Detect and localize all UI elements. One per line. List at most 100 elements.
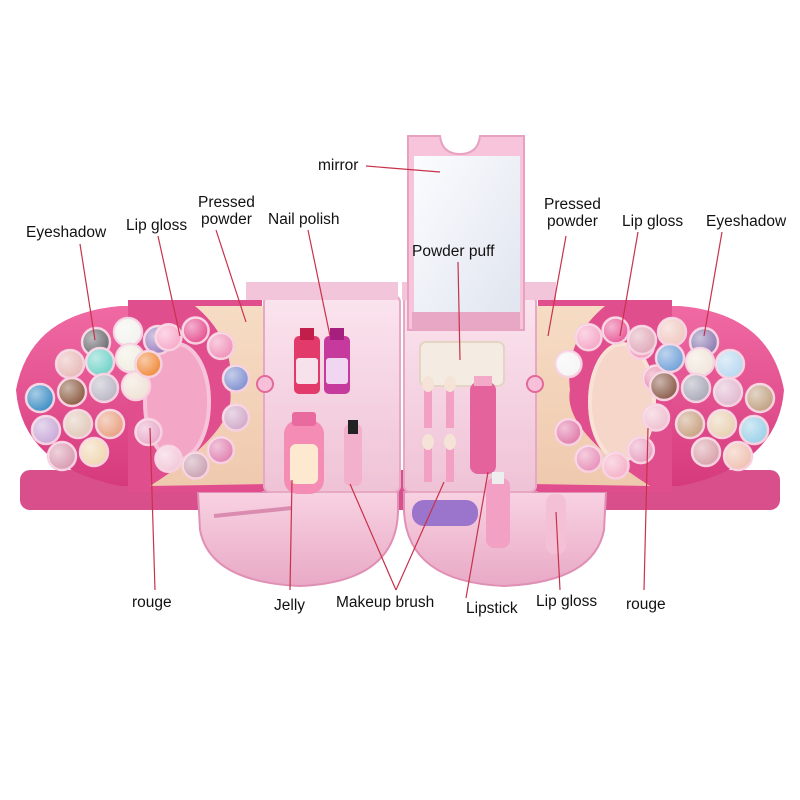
label-lipstick: Lipstick	[466, 600, 518, 617]
lip-gloss-pan-right-highlight	[555, 419, 582, 445]
leader-lip-gloss-right	[619, 231, 639, 337]
lip-gloss-pan-right-highlight	[555, 351, 582, 377]
leader-pressed-powder-right	[547, 235, 567, 337]
label-pressed-powder-left-line1: Pressed	[198, 194, 255, 211]
eyeshadow-pan-right-highlight	[740, 416, 768, 444]
leader-brush-b	[395, 481, 445, 591]
eyeshadow-pan-right-highlight	[658, 318, 686, 346]
label-pressed-powder-left: Pressed powder	[198, 194, 255, 228]
leader-eyeshadow-left	[79, 243, 96, 341]
mirror-glass	[414, 156, 520, 326]
left-top-rim	[246, 282, 398, 300]
leader-brush-a	[349, 483, 397, 591]
eyeshadow-pan-right-highlight	[708, 410, 736, 438]
eyeshadow-pan-left-highlight	[86, 348, 114, 376]
leader-pressed-powder-left	[215, 229, 247, 323]
lip-gloss-pan-left-highlight	[135, 419, 162, 445]
tray-divider-left	[272, 404, 392, 412]
lip-gloss-pan-left-highlight	[222, 404, 249, 431]
lip-gloss-pan-left-highlight	[155, 324, 182, 351]
label-lip-gloss-left: Lip gloss	[126, 217, 188, 234]
leader-mirror	[365, 165, 441, 173]
left-lip-gloss-ring	[134, 316, 251, 480]
lip-gloss-pan-left-highlight	[207, 332, 234, 359]
label-eyeshadow-left: Eyeshadow	[26, 224, 107, 241]
eyeshadow-pan-left-highlight	[90, 374, 118, 402]
label-nail-polish: Nail polish	[268, 211, 340, 228]
eyeshadow-pan-right-highlight	[692, 438, 720, 466]
left-pressed-powder	[150, 306, 268, 486]
nail-polish-bottles	[294, 328, 350, 394]
lipstick-cap	[474, 376, 492, 386]
label-rouge-right: rouge	[626, 596, 666, 613]
lip-gloss-cap-left	[348, 420, 358, 434]
eyeshadow-pan-right-highlight	[724, 442, 752, 470]
lip-gloss-pan-right-highlight	[602, 317, 629, 344]
lip-gloss-pan-right-highlight	[627, 437, 654, 464]
lip-gloss-wand-left	[344, 424, 362, 486]
lip-gloss-tube-bottom	[486, 478, 510, 548]
label-rouge-left: rouge	[132, 594, 172, 611]
label-pressed-powder-right-line1: Pressed	[544, 196, 601, 213]
makeup-brush-handle	[213, 506, 293, 518]
lip-gloss-pan-right-highlight	[575, 324, 602, 351]
label-lip-gloss-right: Lip gloss	[622, 213, 684, 230]
eyeshadow-pan-right-highlight	[714, 378, 742, 406]
eyeshadow-pan-left-highlight	[96, 410, 124, 438]
lip-gloss-pan-left-highlight	[155, 445, 182, 472]
eyeshadow-pan-right-highlight	[682, 374, 710, 402]
label-makeup-brush: Makeup brush	[336, 594, 435, 611]
sponge-applicators	[422, 376, 456, 482]
label-mirror: mirror	[318, 157, 359, 174]
lipstick-tube	[470, 382, 496, 474]
eyeshadow-pan-left-highlight	[122, 372, 150, 400]
label-lip-gloss-bottom: Lip gloss	[536, 593, 598, 610]
eyeshadow-pan-left-highlight	[80, 438, 108, 466]
label-pressed-powder-right: Pressed powder	[544, 196, 601, 230]
label-jelly: Jelly	[274, 597, 306, 614]
eyeshadow-pan-right-highlight	[656, 344, 684, 372]
bottom-lip-gloss-tray	[546, 494, 566, 554]
purple-case	[412, 500, 478, 526]
lip-gloss-pan-right-highlight	[575, 445, 602, 472]
jelly-tube	[284, 412, 324, 494]
lip-gloss-pan-left-highlight	[182, 317, 209, 344]
left-knob	[256, 375, 274, 393]
eyeshadow-pan-left-highlight	[58, 378, 86, 406]
lip-gloss-pan-left-highlight	[135, 351, 162, 377]
leader-lip-gloss-bottom	[555, 511, 561, 591]
right-knob	[526, 375, 544, 393]
left-drawer-bowl	[196, 491, 399, 588]
label-powder-puff: Powder puff	[412, 243, 495, 260]
lip-gloss-pan-left-highlight	[207, 437, 234, 464]
right-eyeshadow-group	[626, 316, 776, 472]
left-eyeshadow-group	[24, 316, 174, 472]
leader-lines	[79, 165, 723, 599]
powder-puff	[419, 341, 505, 387]
leader-eyeshadow-right	[703, 231, 723, 337]
leader-lipstick	[465, 471, 489, 599]
label-pressed-powder-left-line2: powder	[201, 211, 252, 228]
leader-rouge-left	[149, 427, 156, 591]
lip-gloss-cap-bottom	[492, 472, 504, 484]
leader-rouge-right	[643, 427, 649, 591]
eyeshadow-pan-right-highlight	[716, 350, 744, 378]
leader-lip-gloss-left	[157, 235, 181, 337]
eyeshadow-pan-right-highlight	[746, 384, 774, 412]
leader-nail-polish	[307, 229, 331, 337]
leader-jelly	[289, 479, 293, 591]
mirror-hinge	[412, 312, 520, 330]
eyeshadow-pan-left-highlight	[32, 416, 60, 444]
eyeshadow-pan-left-highlight	[48, 442, 76, 470]
label-pressed-powder-right-line2: powder	[547, 213, 598, 230]
eyeshadow-pan-left-highlight	[26, 384, 54, 412]
eyeshadow-pan-left-highlight	[56, 350, 84, 378]
lip-gloss-pan-right-highlight	[602, 452, 629, 479]
label-eyeshadow-right: Eyeshadow	[706, 213, 787, 230]
eyeshadow-pan-right-highlight	[650, 372, 678, 400]
eyeshadow-pan-right-highlight	[686, 348, 714, 376]
lip-gloss-pan-left-highlight	[182, 452, 209, 479]
lip-gloss-pan-right-highlight	[642, 404, 669, 431]
